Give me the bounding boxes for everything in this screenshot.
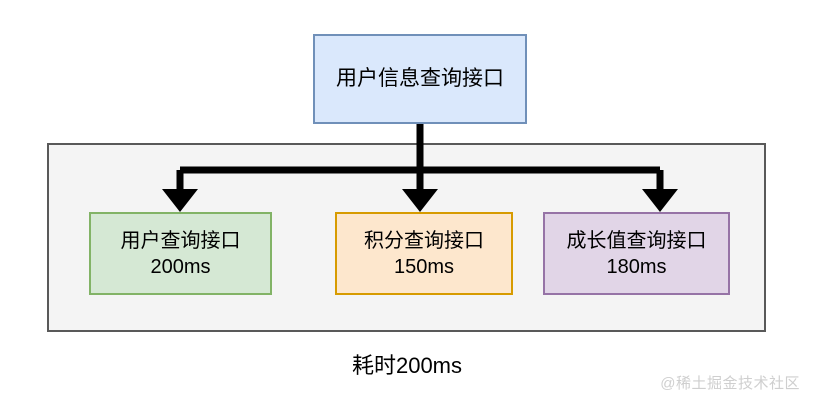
node-user-query-label: 用户查询接口 [120,229,241,252]
node-user-query-latency: 200ms [150,255,211,278]
node-growth-value-query[interactable]: 成长值查询接口 180ms [543,212,730,295]
node-points-query-latency: 150ms [393,255,455,278]
node-root-user-info-query[interactable]: 用户信息查询接口 [313,34,527,124]
node-root-label: 用户信息查询接口 [336,67,504,91]
node-user-query[interactable]: 用户查询接口 200ms [89,212,272,295]
watermark: @稀土掘金技术社区 [660,375,800,392]
node-growth-value-query-latency: 180ms [606,255,667,278]
total-latency-caption: 耗时200ms [351,353,463,378]
node-points-query[interactable]: 积分查询接口 150ms [335,212,513,295]
node-growth-value-query-label: 成长值查询接口 [566,229,707,252]
node-points-query-label: 积分查询接口 [364,229,484,252]
